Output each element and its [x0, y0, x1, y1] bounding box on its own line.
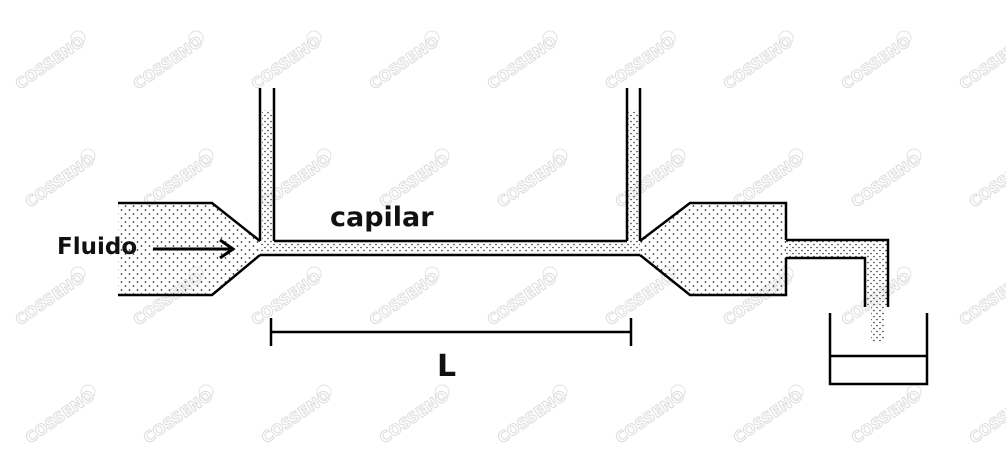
watermark-text: COSSENO [12, 269, 88, 330]
watermark-text: COSSENO [248, 269, 324, 330]
watermark-swirl [552, 148, 568, 164]
watermark-text: COSSENO [848, 387, 924, 448]
watermark-swirl [316, 384, 332, 400]
fluid-label: Fluido [57, 234, 137, 260]
watermark-swirl [198, 384, 214, 400]
watermark-swirl [788, 384, 804, 400]
watermark-text: COSSENO [966, 387, 1006, 448]
flow-arrow [153, 238, 236, 260]
watermark-text: COSSENO [848, 151, 924, 212]
watermark-text: COSSENO [484, 33, 560, 94]
watermark-swirl [434, 384, 450, 400]
capillary-label: capilar [330, 202, 434, 233]
outlet-chamber-fluid [640, 203, 786, 295]
dripping-fluid [871, 305, 885, 342]
watermark-text: COSSENO [720, 33, 796, 94]
outlet-chamber-top [639, 201, 788, 242]
watermark-swirl [424, 266, 440, 282]
watermark-swirl [896, 30, 912, 46]
watermark-swirl [70, 266, 86, 282]
watermark-text: COSSENO [966, 151, 1006, 212]
watermark-swirl [552, 384, 568, 400]
inlet-bottom-wall [118, 254, 261, 297]
watermark-swirl [788, 148, 804, 164]
watermark-swirl [316, 148, 332, 164]
beaker [828, 313, 929, 386]
length-dimension [269, 318, 633, 346]
watermark-swirl [542, 266, 558, 282]
watermark-swirl [80, 148, 96, 164]
watermark-text: COSSENO [484, 269, 560, 330]
outlet-pipe-bottom [786, 256, 867, 307]
watermark-swirl [906, 148, 922, 164]
watermark-text: COSSENO [612, 387, 688, 448]
watermark-text: COSSENO [366, 33, 442, 94]
length-label: L [437, 349, 456, 384]
apparatus-outline [118, 88, 929, 386]
watermark-swirl [896, 266, 912, 282]
watermark-text: COSSENO [22, 387, 98, 448]
watermark-swirl [80, 384, 96, 400]
watermark-swirl [70, 30, 86, 46]
watermark-text: COSSENO [494, 387, 570, 448]
watermark-swirl [306, 30, 322, 46]
right-standpipe-fluid [628, 110, 639, 242]
watermark-text: COSSENO [602, 33, 678, 94]
watermark-text: COSSENO [956, 269, 1006, 330]
watermark-text: COSSENO [956, 33, 1006, 94]
inlet-top-wall [118, 201, 261, 242]
watermark-text: COSSENO [22, 151, 98, 212]
watermark-swirl [188, 30, 204, 46]
watermark-text: COSSENO [258, 387, 334, 448]
watermark-swirl [670, 148, 686, 164]
watermark-swirl [670, 384, 686, 400]
outlet-chamber-bottom [639, 254, 788, 297]
watermark-swirl [434, 148, 450, 164]
left-standpipe-fluid [262, 110, 273, 242]
watermark-swirl [542, 30, 558, 46]
watermark-text: COSSENO [248, 33, 324, 94]
watermark-text: COSSENO [494, 151, 570, 212]
watermark-swirl [306, 266, 322, 282]
watermark-swirl [424, 30, 440, 46]
outlet-pipe-top [786, 238, 890, 307]
watermark-text: COSSENO [140, 387, 216, 448]
watermark-text: COSSENO [12, 33, 88, 94]
watermark-text: COSSENO [366, 269, 442, 330]
watermark-text: COSSENO [838, 33, 914, 94]
watermark-text: COSSENO [730, 387, 806, 448]
watermark-swirl [198, 148, 214, 164]
capillary-fluid [260, 242, 640, 253]
watermark-text: COSSENO [376, 387, 452, 448]
watermark-swirl [660, 30, 676, 46]
watermark-swirl [778, 30, 794, 46]
watermark-text: COSSENO [612, 151, 688, 212]
outlet-pipe-fluid [786, 240, 887, 305]
watermark-text: COSSENO [130, 33, 206, 94]
